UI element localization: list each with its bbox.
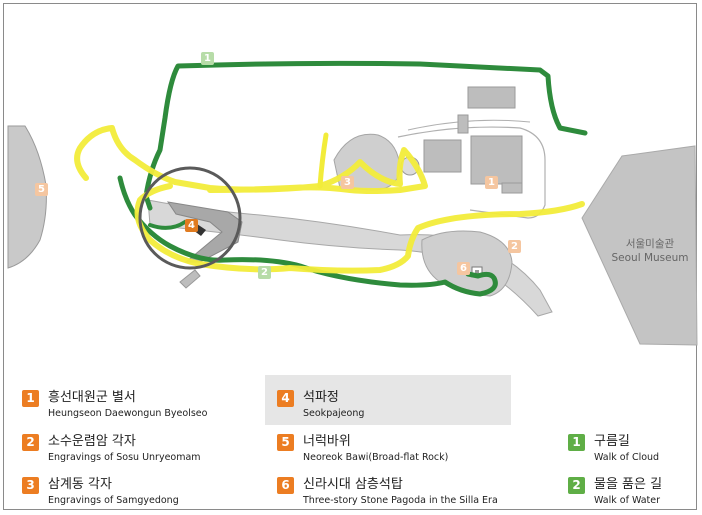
legend-ko: 신라시대 삼층석탑 <box>303 477 403 492</box>
museum-label-ko: 서울미술관 <box>625 238 675 250</box>
legend-ko: 삼계동 각자 <box>48 477 112 492</box>
lower-road <box>179 269 201 289</box>
map-frame <box>3 3 697 510</box>
yellow-route-tail <box>317 132 329 189</box>
walk-of-water-path <box>117 175 498 297</box>
marker-walk-2: 2 <box>258 266 271 279</box>
legend-badge: 3 <box>22 477 39 494</box>
marker-walk-1: 1 <box>201 52 214 65</box>
building-annex <box>501 182 523 194</box>
legend-item-3: 3 삼계동 각자 Engravings of Samgyedong <box>22 477 179 507</box>
legend-badge: 1 <box>22 390 39 407</box>
legend-en: Walk of Cloud <box>594 452 660 463</box>
building-small <box>457 114 469 134</box>
walk-of-cloud-path <box>143 60 588 211</box>
legend-badge: 5 <box>277 434 294 451</box>
legend-en: Walk of Water <box>594 495 661 506</box>
legend-item-5: 5 너럭바위 Neoreok Bawi(Broad-flat Rock) <box>277 434 448 464</box>
legend-ko: 너럭바위 <box>303 434 351 449</box>
museum-label-en: Seoul Museum <box>611 252 689 264</box>
road-edge-2 <box>407 119 531 131</box>
marker-6: 6 <box>457 262 470 275</box>
legend-badge: 2 <box>22 434 39 451</box>
legend-ko: 흥선대원군 별서 <box>48 390 136 405</box>
walk-of-water-branch <box>148 219 198 230</box>
legend-badge: 4 <box>277 390 294 407</box>
legend-en: Heungseon Daewongun Byeolseo <box>48 408 208 419</box>
legend-badge: 1 <box>568 434 585 451</box>
building-top <box>467 86 516 109</box>
road <box>147 199 553 317</box>
legend-item-walk-2: 2 물을 품은 길 Walk of Water <box>568 477 662 507</box>
legend-item-2: 2 소수운렴암 각자 Engravings of Sosu Unryeomam <box>22 434 201 464</box>
legend-item-6: 6 신라시대 삼층석탑 Three-story Stone Pagoda in … <box>277 477 498 507</box>
legend-ko: 물을 품은 길 <box>594 477 663 492</box>
marker-4: 4 <box>185 219 198 232</box>
left-rock <box>7 125 47 269</box>
legend-en: Three-story Stone Pagoda in the Silla Er… <box>303 495 498 506</box>
legend-item-4: 4 석파정 Seokpajeong <box>277 390 364 420</box>
legend-item-walk-1: 1 구름길 Walk of Cloud <box>568 434 659 464</box>
legend-highlight <box>265 375 511 425</box>
legend-badge: 2 <box>568 477 585 494</box>
legend-ko: 소수운렴암 각자 <box>48 434 136 449</box>
seoul-museum-building <box>581 145 698 346</box>
legend-ko: 구름길 <box>594 434 630 449</box>
marker-3: 3 <box>341 176 354 189</box>
seokpajeong-circle <box>138 166 242 270</box>
legend-badge: 6 <box>277 477 294 494</box>
legend-en: Neoreok Bawi(Broad-flat Rock) <box>303 452 449 463</box>
marker-5: 5 <box>35 183 48 196</box>
legend-en: Engravings of Samgyedong <box>48 495 179 506</box>
legend-ko: 석파정 <box>303 390 339 405</box>
legend-item-1: 1 흥선대원군 별서 Heungseon Daewongun Byeolseo <box>22 390 207 420</box>
museum-label: 서울미술관 Seoul Museum <box>600 237 700 265</box>
marker-1: 1 <box>485 176 498 189</box>
building-left <box>423 139 462 173</box>
marker-2: 2 <box>508 240 521 253</box>
legend-en: Seokpajeong <box>303 408 365 419</box>
legend-en: Engravings of Sosu Unryeomam <box>48 452 201 463</box>
